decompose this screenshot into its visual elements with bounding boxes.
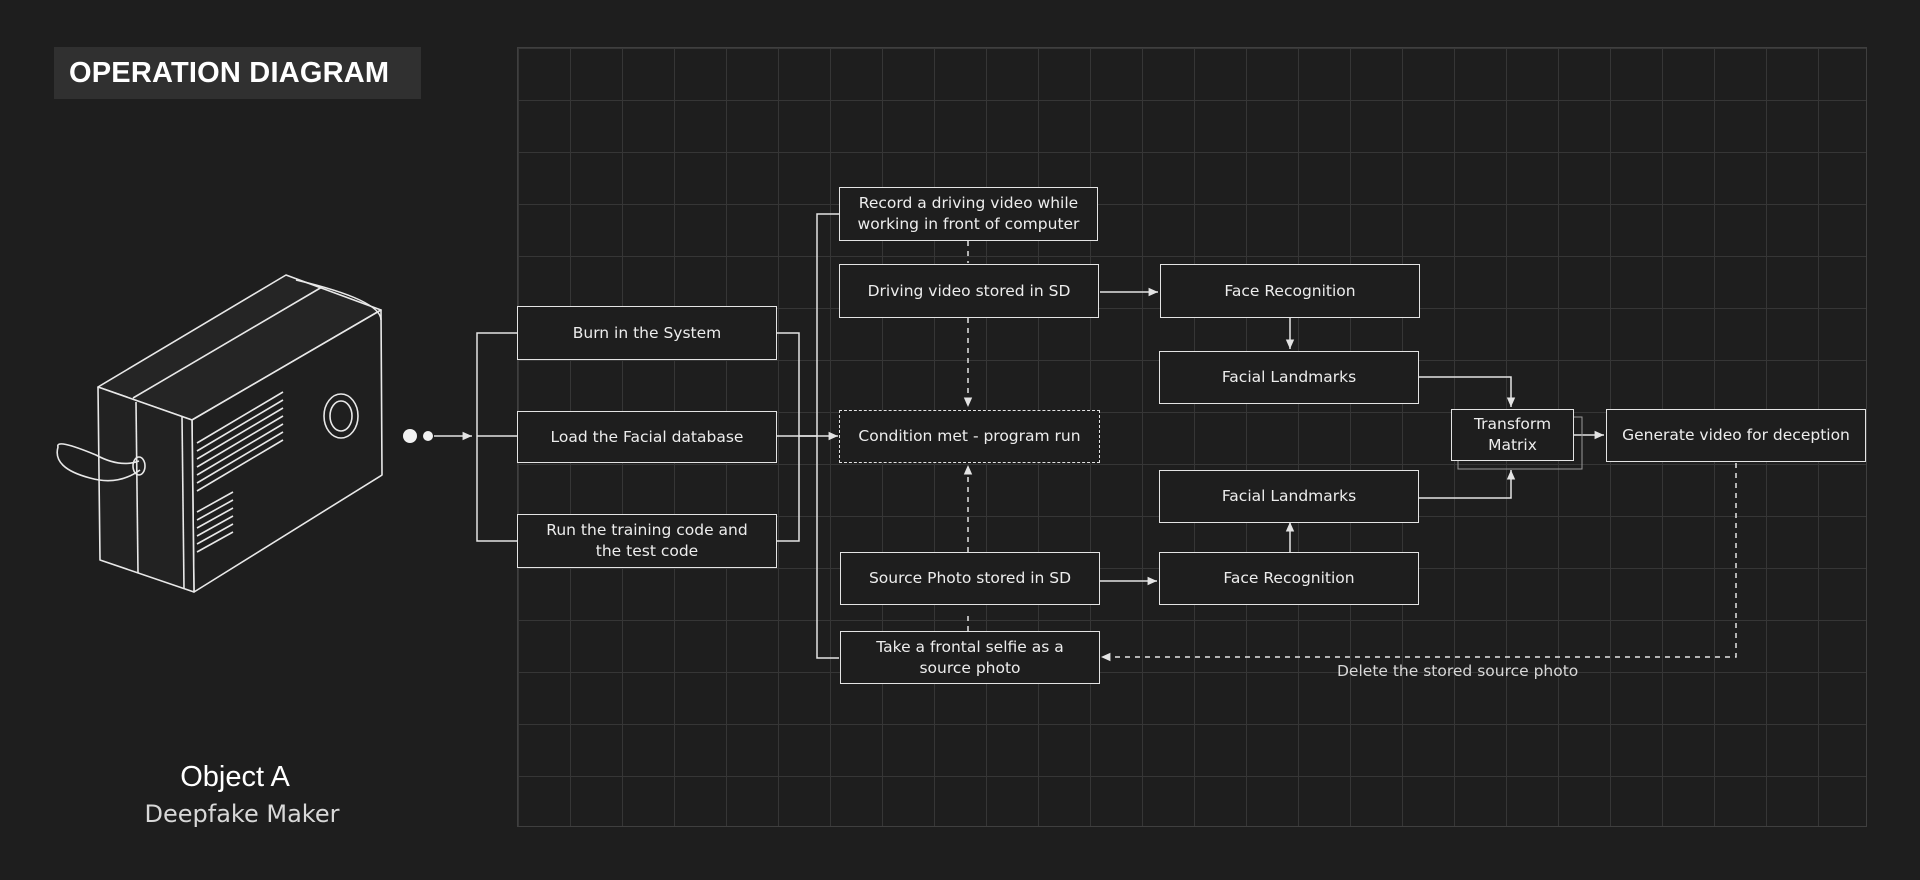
object-name: Object A [180,761,290,793]
node-record-driving-video: Record a driving video while working in … [839,187,1098,241]
node-burn-in-system: Burn in the System [517,306,777,360]
object-subtitle: Deepfake Maker [144,800,340,828]
camera-device-icon [56,274,383,593]
node-face-recognition-bottom: Face Recognition [1159,552,1419,605]
node-driving-video-sd: Driving video stored in SD [839,264,1099,318]
node-face-recognition-top: Face Recognition [1160,264,1420,318]
node-condition-met: Condition met - program run [839,410,1100,463]
node-transform-matrix: Transform Matrix [1451,409,1574,461]
node-load-facial-database: Load the Facial database [517,411,777,463]
start-dots-icon [403,429,433,443]
node-source-photo-sd: Source Photo stored in SD [840,552,1100,605]
node-run-training-code: Run the training code and the test code [517,514,777,568]
node-generate-video: Generate video for deception [1606,409,1866,462]
node-take-selfie: Take a frontal selfie as a source photo [840,631,1100,684]
node-facial-landmarks-top: Facial Landmarks [1159,351,1419,404]
node-facial-landmarks-bottom: Facial Landmarks [1159,470,1419,523]
diagram-title: OPERATION DIAGRAM [54,47,421,99]
edge-label-delete-source-photo: Delete the stored source photo [1337,662,1579,680]
